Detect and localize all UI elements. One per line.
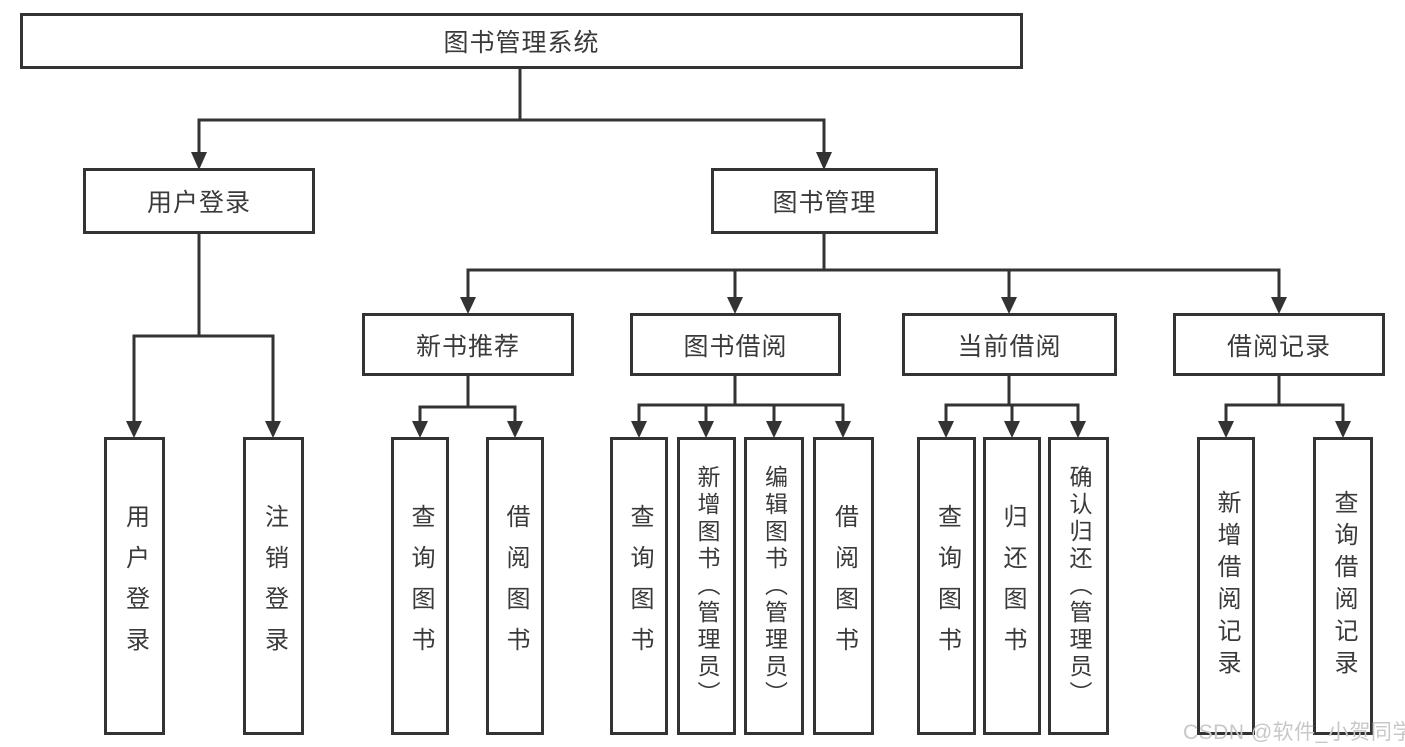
leaf-recommend-borrow-books: 借阅图书 [486, 437, 544, 735]
leaf-current-return-books: 归还图书 [983, 437, 1041, 735]
csdn-watermark: CSDN @软件_小贺同学 [1183, 721, 1405, 744]
leaf-records-add-borrow-record: 新增借阅记录 [1197, 437, 1255, 735]
leaf-records-query-borrow-record: 查询借阅记录 [1313, 437, 1373, 735]
node-label: 借阅记录 [1226, 332, 1331, 361]
node-borrowing-records: 借阅记录 [1173, 313, 1385, 376]
node-book-management: 图书管理 [711, 168, 938, 234]
leaf-label: 编辑图书（管理员） [761, 464, 788, 708]
leaf-logout-login: 注销登录 [243, 437, 304, 735]
node-current-borrowing: 当前借阅 [902, 313, 1117, 376]
leaf-label: 归还图书 [999, 504, 1026, 668]
node-label: 图书借阅 [683, 332, 788, 361]
node-book-borrowing: 图书借阅 [630, 313, 841, 376]
node-label: 新书推荐 [415, 332, 520, 361]
leaf-borrowing-query-books: 查询图书 [610, 437, 668, 735]
leaf-recommend-query-books: 查询图书 [391, 437, 449, 735]
leaf-label: 查询借阅记录 [1330, 490, 1357, 682]
leaf-label: 借阅图书 [502, 504, 529, 668]
node-label: 用户登录 [146, 189, 251, 217]
node-new-book-recommendation: 新书推荐 [362, 313, 574, 376]
leaf-borrowing-edit-books-admin: 编辑图书（管理员） [744, 437, 804, 735]
leaf-label: 查询图书 [407, 504, 434, 668]
leaf-current-confirm-return-admin: 确认归还（管理员） [1048, 437, 1109, 735]
leaf-label: 确认归还（管理员） [1066, 464, 1092, 708]
node-library-management-system: 图书管理系统 [20, 13, 1023, 69]
leaf-current-query-books: 查询图书 [917, 437, 976, 735]
node-label: 图书管理系统 [443, 29, 600, 57]
leaf-label: 查询图书 [626, 504, 653, 668]
leaf-label: 注销登录 [260, 504, 288, 668]
leaf-label: 借阅图书 [830, 504, 858, 668]
leaf-borrowing-borrow-books: 借阅图书 [813, 437, 874, 735]
leaf-label: 新增借阅记录 [1213, 490, 1240, 682]
leaf-label: 用户登录 [121, 504, 149, 668]
leaf-label: 新增图书（管理员） [694, 464, 720, 708]
node-label: 当前借阅 [957, 332, 1062, 361]
node-user-login: 用户登录 [83, 168, 315, 234]
leaf-borrowing-add-books-admin: 新增图书（管理员） [677, 437, 736, 735]
leaf-user-login: 用户登录 [104, 437, 165, 735]
leaf-label: 查询图书 [933, 504, 961, 668]
node-label: 图书管理 [772, 189, 877, 217]
